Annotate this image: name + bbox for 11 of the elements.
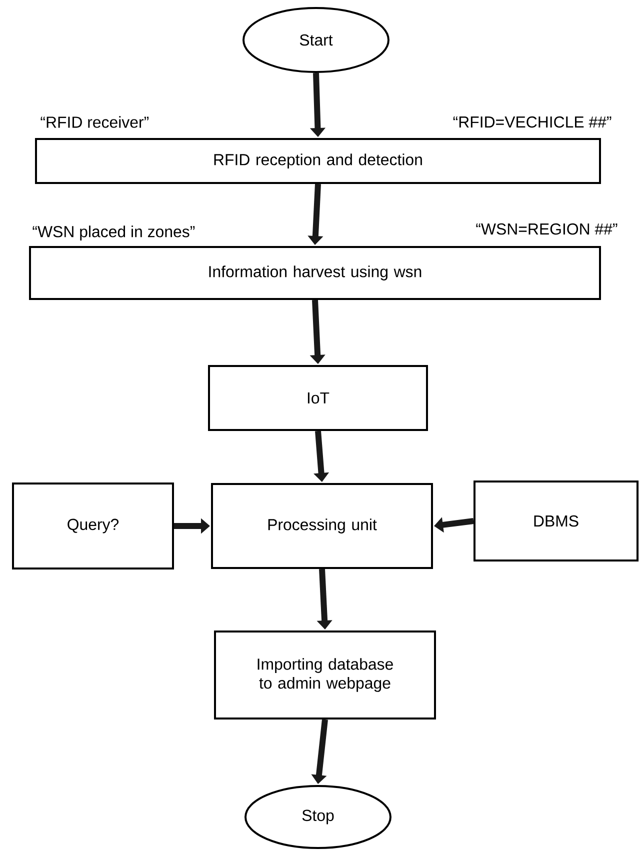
annotation-text: “WSN=REGION ##”: [476, 223, 618, 235]
process-box: RFID reception and detection: [35, 138, 601, 184]
process-box: Importing database to admin webpage: [214, 630, 436, 720]
database-box: DBMS: [474, 480, 638, 562]
process-box: Information harvest using wsn: [29, 246, 601, 300]
process-box: IoT: [208, 365, 428, 431]
process-box: Processing unit: [211, 483, 433, 569]
input-box: Query?: [12, 482, 174, 570]
annotation-text: “WSN placed in zones”: [32, 226, 195, 240]
annotation-text: “RFID=VECHICLE ##”: [453, 116, 612, 128]
annotation-text: “RFID receiver”: [40, 116, 148, 128]
